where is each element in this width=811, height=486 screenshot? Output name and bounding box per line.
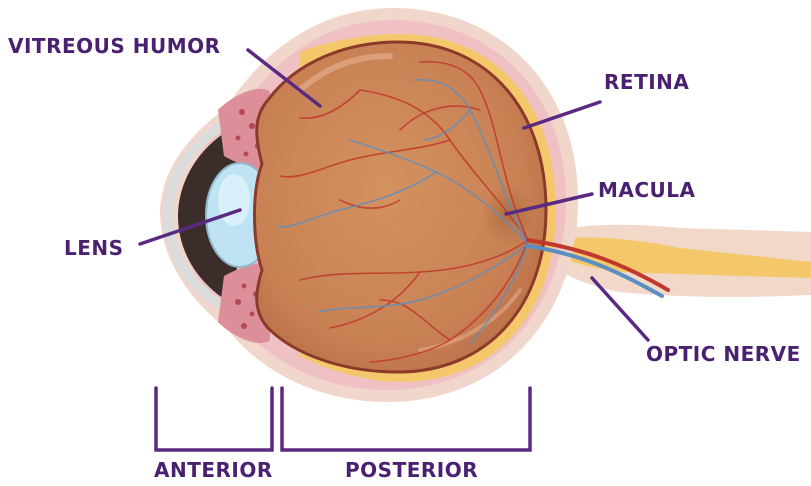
label-posterior: POSTERIOR: [345, 460, 478, 480]
label-vitreous-humor: VITREOUS HUMOR: [8, 36, 221, 56]
label-macula: MACULA: [598, 180, 696, 200]
label-retina: RETINA: [604, 72, 689, 92]
anterior-bracket: [156, 388, 272, 450]
label-lens: LENS: [64, 238, 124, 258]
label-anterior: ANTERIOR: [154, 460, 273, 480]
label-optic-nerve: OPTIC NERVE: [646, 344, 801, 364]
